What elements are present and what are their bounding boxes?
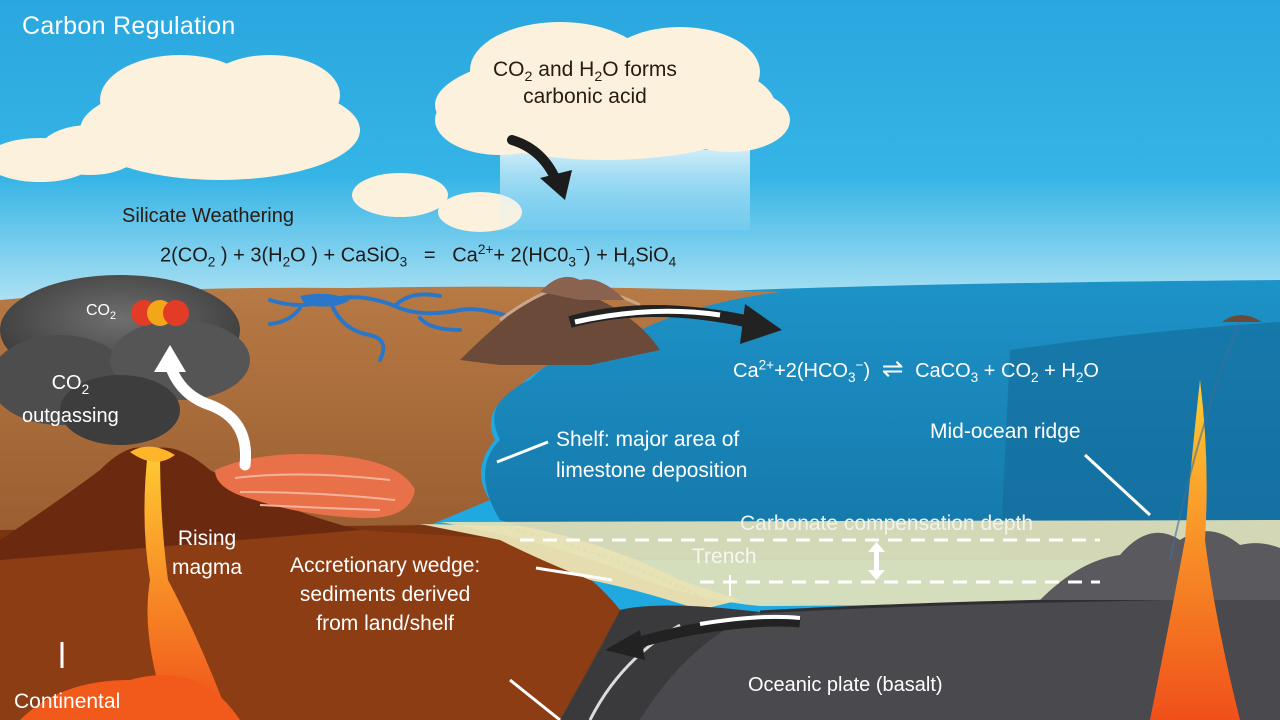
cloud-right — [435, 22, 790, 160]
ridge-pointer — [1083, 453, 1152, 517]
cloud-left — [0, 55, 360, 182]
wedge-pointer — [535, 566, 613, 582]
ridge-magma — [1150, 380, 1240, 720]
oceanic-plate-label: Oceanic plate (basalt) — [748, 674, 943, 696]
volcanic-smoke — [0, 275, 250, 445]
shelf-label: Shelf: major area of limestone depositio… — [556, 428, 748, 482]
volcano — [0, 447, 360, 560]
ridge-label: Mid-ocean ridge — [930, 420, 1081, 443]
ccd-double-arrow — [868, 542, 885, 580]
wedge-label: Accretionary wedge: sediments derived fr… — [290, 554, 481, 635]
magma-chamber — [20, 675, 240, 720]
carbonate-equation: Ca2++2(HCO3−) ⇌ CaCO3 + CO2 + H2O — [733, 353, 1099, 385]
oceanic-pointer — [509, 678, 561, 720]
river-lake — [300, 293, 350, 307]
outgassing-arrow — [164, 359, 252, 471]
silicate-equation: 2(CO2 ) + 3(H2O ) + CaSiO3 = Ca2++ 2(HC0… — [160, 242, 677, 270]
cloud-label-line1: CO2 and H2O forms — [493, 58, 677, 86]
rising-magma-label: Rising magma — [172, 527, 243, 579]
volcano-magma-conduit — [144, 450, 230, 720]
rain — [500, 150, 750, 230]
sediment-wedge — [420, 524, 740, 610]
ridge-island — [1222, 315, 1262, 322]
cloud-label-line2: carbonic acid — [523, 85, 647, 109]
equilibrium-arrow-icon: ⇌ — [881, 353, 904, 383]
outgassing-label: CO2 outgassing — [22, 372, 119, 427]
continental-label: Continental — [14, 690, 121, 713]
cloud-label: CO2 and H2O forms carbonic acid — [493, 58, 677, 109]
subducting-slab — [560, 605, 760, 720]
trench-label: Trench — [692, 545, 757, 568]
deep-ocean — [1000, 322, 1280, 560]
subduction-arrow — [628, 615, 801, 651]
shelf-pointer — [496, 440, 549, 464]
co2-molecule-icon — [131, 300, 189, 326]
diagram-title: Carbon Regulation — [22, 12, 236, 40]
lava-flow — [215, 454, 415, 519]
ccd-label: Carbonate compensation depth — [740, 512, 1034, 535]
silicate-heading: Silicate Weathering — [122, 205, 294, 227]
volcano-crater-glow — [130, 446, 175, 462]
co2-molecule-label: CO2 — [86, 302, 117, 323]
oceanic-plate — [640, 596, 1280, 720]
